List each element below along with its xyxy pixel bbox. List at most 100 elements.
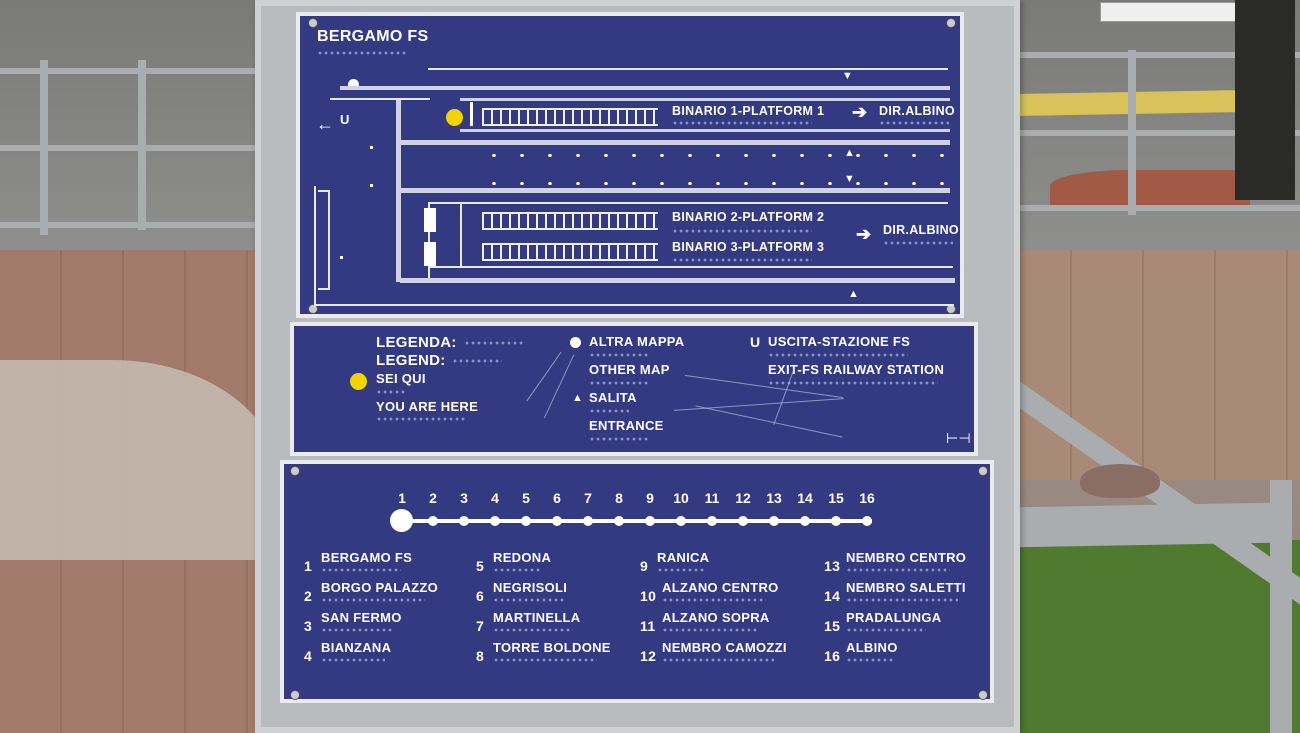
legend-entrance-en: ENTRANCE <box>589 418 664 433</box>
screw <box>290 690 300 700</box>
stop-number: 4 <box>491 490 499 506</box>
exit-marker: U <box>340 112 350 127</box>
frame-strut-2 <box>1270 480 1292 733</box>
stop-number: 16 <box>859 490 875 506</box>
stop-number: 1 <box>398 490 406 506</box>
screw <box>978 690 988 700</box>
stop-dot <box>831 516 841 526</box>
stop-dot <box>862 516 872 526</box>
platform-3-label: BINARIO 3-PLATFORM 3 <box>672 240 825 254</box>
direction-arrow-icon: ➔ <box>852 102 868 122</box>
stop-dot <box>428 516 438 526</box>
you-are-here-icon <box>350 373 367 390</box>
stop-dot <box>459 516 469 526</box>
braille-text <box>493 567 541 573</box>
track-line <box>428 202 430 278</box>
stop-number: 8 <box>615 490 623 506</box>
track-line <box>428 266 953 268</box>
scratch-mark <box>674 398 844 411</box>
legend-other-en: OTHER MAP <box>589 362 670 377</box>
stop-name: TORRE BOLDONE <box>493 640 611 655</box>
platform-box <box>470 102 473 126</box>
stop-name: PRADALUNGA <box>846 610 942 625</box>
braille-text <box>846 627 926 633</box>
screw <box>946 18 956 28</box>
platform-1-track <box>482 108 658 126</box>
legend-title-it: LEGENDA: <box>376 334 457 351</box>
braille-text <box>321 657 385 663</box>
track-line <box>400 188 950 193</box>
platform-2-track <box>482 212 658 230</box>
entrance-triangle-icon: ▼ <box>842 70 854 82</box>
legend-exit-marker: U <box>750 334 761 350</box>
stop-index: 2 <box>304 588 313 604</box>
stop-name: MARTINELLA <box>493 610 581 625</box>
stop-index: 6 <box>476 588 485 604</box>
outer-line <box>314 304 954 306</box>
station-map-panel: BERGAMO FS ← U ▼ ▲ ▼ ▲ BINARIO 1-PLATFOR… <box>296 12 964 318</box>
stop-name: NEMBRO CAMOZZI <box>662 640 787 655</box>
grass <box>1015 540 1300 733</box>
stop-dot <box>645 516 655 526</box>
stop-index: 16 <box>824 648 841 664</box>
stop-index: 14 <box>824 588 841 604</box>
stop-name: ALBINO <box>846 640 898 655</box>
braille-text <box>321 627 393 633</box>
outer-line <box>314 186 316 306</box>
braille-text <box>662 597 766 603</box>
braille-text <box>662 627 758 633</box>
braille-text <box>493 597 565 603</box>
direction-arrow-icon: ➔ <box>856 224 872 244</box>
stop-number: 11 <box>704 490 720 506</box>
braille-text <box>321 567 401 573</box>
stop-dot <box>738 516 748 526</box>
legend-entrance-it: SALITA <box>589 390 637 405</box>
braille-text <box>883 240 953 246</box>
stop-number: 3 <box>460 490 468 506</box>
braille-text <box>589 408 629 414</box>
stop-dot <box>490 516 500 526</box>
stop-number: 10 <box>673 490 689 506</box>
braille-text <box>846 597 958 603</box>
direction-2-label: DIR.ALBINO <box>883 223 959 237</box>
black-pole <box>1235 0 1295 200</box>
legend-exit-en: EXIT-FS RAILWAY STATION <box>768 362 945 377</box>
railing-right-top <box>990 52 1300 58</box>
direction-1-label: DIR.ALBINO <box>879 104 955 118</box>
tactile-dot <box>340 256 343 259</box>
stop-index: 5 <box>476 558 485 574</box>
stop-number: 5 <box>522 490 530 506</box>
stop-dot <box>800 516 810 526</box>
track-line <box>460 98 950 101</box>
stop-dot <box>552 516 562 526</box>
stop-index: 1 <box>304 558 313 574</box>
stop-number: 9 <box>646 490 654 506</box>
legend-title-en: LEGEND: <box>376 352 446 369</box>
stop-dot <box>583 516 593 526</box>
stop-name: BORGO PALAZZO <box>321 580 439 595</box>
you-are-here-marker-icon <box>446 109 463 126</box>
track-line <box>400 278 955 283</box>
brick-patch <box>1050 170 1250 210</box>
barrier-arm <box>1100 2 1257 22</box>
stop-name: NEMBRO SALETTI <box>846 580 966 595</box>
screw <box>308 304 318 314</box>
exit-arrow-icon: ← <box>316 114 335 134</box>
stop-number: 12 <box>735 490 751 506</box>
legend-exit-it: USCITA-STAZIONE FS <box>768 334 911 349</box>
entrance-triangle-icon: ▼ <box>844 173 856 185</box>
braille-text <box>879 120 949 126</box>
stop-index: 13 <box>824 558 841 574</box>
railing-right-mid <box>990 130 1300 136</box>
braille-text <box>376 389 406 395</box>
stop-name: RANICA <box>657 550 710 565</box>
stop-dot <box>707 516 717 526</box>
entrance-triangle-icon: ▲ <box>848 288 860 300</box>
stop-index: 10 <box>640 588 657 604</box>
braille-text <box>589 352 649 358</box>
platform-3-track <box>482 243 658 261</box>
braille-text <box>493 627 573 633</box>
stop-name: SAN FERMO <box>321 610 402 625</box>
bird <box>1080 464 1160 498</box>
stop-number: 6 <box>553 490 561 506</box>
